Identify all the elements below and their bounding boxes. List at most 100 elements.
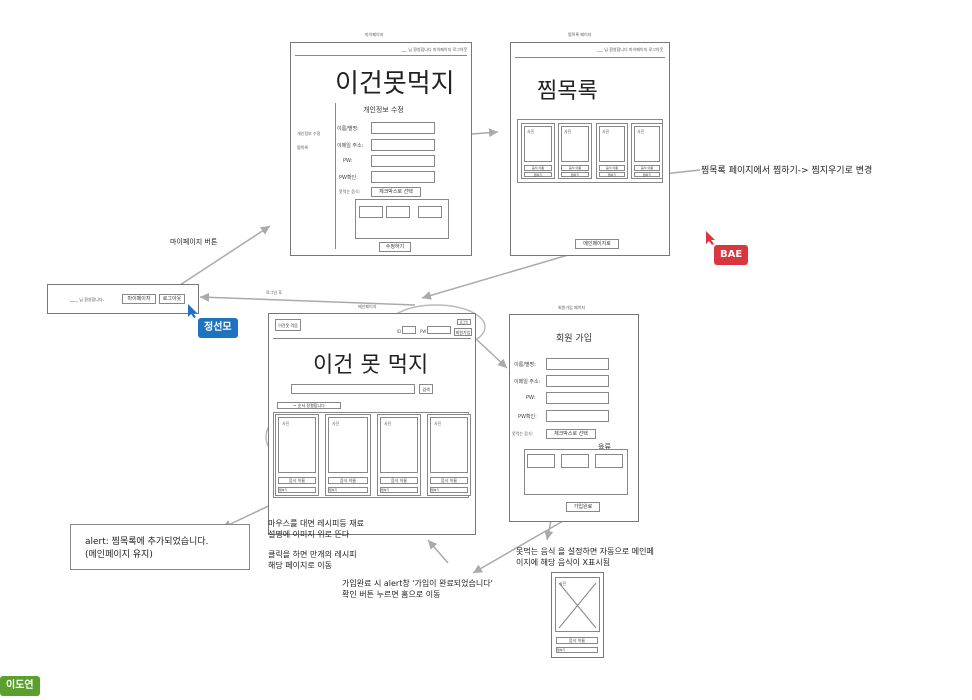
wishlist-card-2-action[interactable]: 찜하기	[561, 172, 589, 177]
wishlist-card-3-image: 사진	[599, 126, 625, 162]
wishlist-top-nav: ___ 님 환영합니다 마이페이지 로그아웃	[597, 47, 664, 52]
signup-check-3[interactable]	[595, 454, 623, 468]
note-signup-line2: 확인 버튼 누르면 홈으로 이동	[342, 590, 441, 599]
mypage-pwconfirm-input[interactable]	[371, 171, 435, 183]
mypage-pw-input[interactable]	[371, 155, 435, 167]
signup-dropdown-label: 육류	[598, 443, 611, 451]
main-pw-input[interactable]	[427, 326, 451, 334]
main-login-button[interactable]: 로그인	[457, 319, 471, 325]
signup-pwconfirm-input[interactable]	[546, 410, 609, 422]
cursor-bae-icon	[706, 231, 715, 245]
main-pw-label: PW	[420, 329, 427, 334]
mypage-submit-button[interactable]: 수정하기	[379, 242, 411, 252]
hidden-card-action[interactable]: 찜하기	[556, 647, 598, 653]
wishlist-card-3-label: 사진	[602, 129, 610, 134]
main-card-2[interactable]: 사진 음식 이름 찜하기	[325, 414, 371, 496]
main-signup-button[interactable]: 회원가입	[454, 328, 472, 336]
signup-check-2[interactable]	[561, 454, 589, 468]
signup-name-input[interactable]	[546, 358, 609, 370]
note-wishlist-change: 찜목록 페이지에서 찜하기-> 찜지우기로 변경	[701, 166, 873, 176]
arrow-back-main	[421, 249, 586, 300]
wishlist-card-4-action[interactable]: 찜하기	[634, 172, 660, 177]
note-click-line2: 해당 페이지로 이동	[268, 561, 332, 570]
signup-email-input[interactable]	[546, 375, 609, 387]
mypage-email-input[interactable]	[371, 139, 435, 151]
note-hover-line2: 설명에 이미지 위로 뜬다	[268, 530, 350, 539]
wishlist-frame-title: 찜목록 페이지	[568, 32, 592, 37]
signup-label-avoid: 못먹는 음식:	[512, 431, 534, 436]
mypage-check-2[interactable]	[386, 206, 410, 218]
hidden-card-label: 사진	[559, 581, 567, 586]
signup-frame-title: 회원가입 페이지	[558, 305, 586, 310]
wishlist-card-1-label: 사진	[527, 129, 535, 134]
wishlist-card-2-image: 사진	[561, 126, 589, 162]
note-alert-line2: (메인페이지 유지)	[85, 550, 153, 560]
arrow-login-bar	[199, 292, 416, 306]
mypage-checkbox-button[interactable]: 체크박스로 선택	[371, 187, 421, 197]
main-card-3[interactable]: 사진 음식 이름 찜하기	[377, 414, 421, 496]
main-frame: 이건못 먹음 ID PW 로그인 회원가입 이건 못 먹지 검색 ~ 순서 정렬…	[268, 313, 476, 535]
wishlist-card-1[interactable]: 사진 음식 이름 찜하기	[521, 123, 555, 179]
main-card-2-name: 음식 이름	[328, 477, 368, 484]
note-click-line1: 클릭을 하면 만개의 레시피	[268, 550, 357, 559]
mypage-top-nav: ___ 님 환영합니다 마이페이지 로그아웃	[401, 47, 468, 52]
wishlist-card-3[interactable]: 사진 음식 이름 찜하기	[596, 123, 628, 179]
login-bar-text: ____ 님 환영합니다.	[70, 297, 104, 302]
arrow-signup-home	[427, 539, 449, 564]
main-search-button[interactable]: 검색	[419, 384, 433, 394]
wishlist-back-button[interactable]: 메인페이지로	[575, 239, 619, 249]
x-mark-icon	[558, 582, 597, 629]
main-filter-select[interactable]: ~ 순서 정렬합니다	[277, 402, 341, 409]
main-id-input[interactable]	[402, 326, 416, 334]
wishlist-card-1-action[interactable]: 찜하기	[524, 172, 552, 177]
signup-label-pwconfirm: PW확인:	[518, 414, 537, 420]
mypage-label-avoid: 못먹는 음식:	[339, 189, 361, 194]
mypage-menu-profile[interactable]: 개인정보 수정	[297, 131, 321, 136]
wishlist-card-2-name: 음식 이름	[561, 165, 589, 171]
main-card-2-action[interactable]: 찜하기	[328, 487, 368, 493]
main-search-input[interactable]	[291, 384, 415, 394]
arrow-mypage	[179, 225, 271, 286]
login-bar-mypage-button[interactable]: 마이페이지	[122, 294, 156, 304]
note-after-login: 로그인 후	[266, 290, 282, 295]
signup-submit-button[interactable]: 가입완료	[566, 502, 600, 512]
signup-title: 회원 가입	[556, 334, 592, 344]
mypage-name-input[interactable]	[371, 122, 435, 134]
main-card-1-name: 음식 이름	[278, 477, 316, 484]
wishlist-frame: ___ 님 환영합니다 마이페이지 로그아웃 찜목록 사진 음식 이름 찜하기 …	[510, 42, 670, 256]
mypage-menu-wishlist[interactable]: 찜목록	[297, 145, 309, 150]
wishlist-card-4-name: 음식 이름	[634, 165, 660, 171]
main-card-1[interactable]: 사진 음식 이름 찜하기	[275, 414, 319, 496]
wishlist-divider	[515, 57, 665, 58]
login-bar-logout-button[interactable]: 로그아웃	[159, 294, 185, 304]
signup-checkbox-area	[524, 449, 628, 495]
mypage-check-3[interactable]	[418, 206, 442, 218]
main-card-2-label: 사진	[332, 421, 340, 426]
wishlist-card-2[interactable]: 사진 음식 이름 찜하기	[558, 123, 592, 179]
signup-label-email: 이메일 주소:	[514, 379, 541, 385]
main-card-3-label: 사진	[384, 421, 392, 426]
main-card-4-action[interactable]: 찜하기	[430, 487, 468, 493]
signup-pw-input[interactable]	[546, 392, 609, 404]
signup-label-pw: PW:	[526, 395, 536, 401]
mypage-label-email: 이메일 주소:	[337, 143, 364, 149]
signup-checkbox-button[interactable]: 체크박스로 선택	[546, 429, 596, 439]
cursor-icon	[188, 304, 197, 318]
main-card-4[interactable]: 사진 음식 이름 찜하기	[427, 414, 471, 496]
signup-check-1[interactable]	[527, 454, 555, 468]
main-card-3-name: 음식 이름	[380, 477, 418, 484]
main-card-3-action[interactable]: 찜하기	[380, 487, 418, 493]
wishlist-title: 찜목록	[537, 79, 598, 104]
mypage-label-name: 이름/별명:	[337, 126, 359, 132]
main-card-1-action[interactable]: 찜하기	[278, 487, 316, 493]
main-id-label: ID	[397, 329, 402, 334]
main-logo[interactable]: 이건못 먹음	[275, 319, 301, 331]
wishlist-card-4-label: 사진	[637, 129, 645, 134]
wishlist-card-3-action[interactable]: 찜하기	[599, 172, 625, 177]
note-avoid-line1: 못먹는 음식 을 설정하면 자동으로 메인페	[516, 547, 654, 556]
mypage-check-1[interactable]	[359, 206, 383, 218]
wishlist-card-4[interactable]: 사진 음식 이름 찜하기	[631, 123, 663, 179]
note-alert-line1: alert: 찜목록에 추가되었습니다.	[85, 537, 209, 547]
mypage-frame-title: 마이페이지	[365, 32, 384, 37]
